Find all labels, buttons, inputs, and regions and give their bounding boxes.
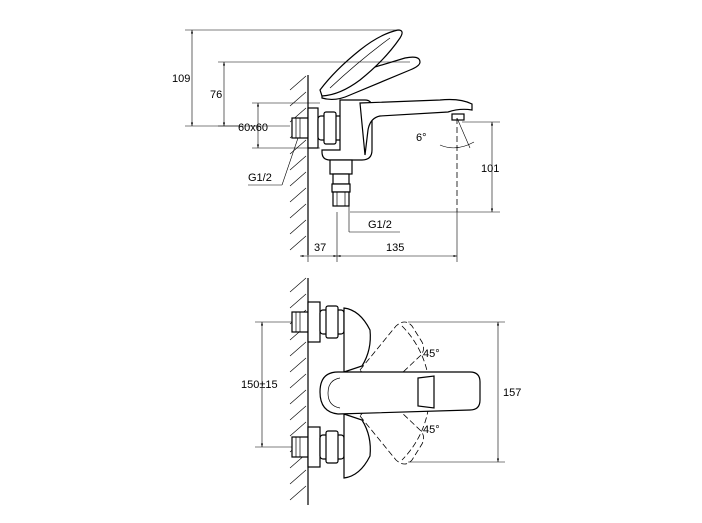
dim-150: 150±15 — [241, 321, 292, 448]
side-view: 109 76 60x60 G1/2 6° — [172, 29, 500, 262]
dim-109-label: 109 — [172, 73, 190, 85]
dim-60x60: 60x60 — [238, 102, 320, 149]
dim-g12-outlet-label: G1/2 — [368, 219, 392, 231]
dim-45-lower-label: 45° — [423, 424, 440, 436]
mixer-body-side — [321, 98, 473, 161]
dim-76-label: 76 — [210, 89, 222, 101]
dim-g12-inlet: G1/2 — [248, 137, 299, 186]
dim-101: 101 — [350, 121, 500, 213]
diverter-side — [329, 159, 353, 207]
dim-76: 76 — [210, 61, 410, 127]
lever-handle-side — [319, 29, 421, 101]
dim-g12-outlet: G1/2 — [348, 206, 400, 233]
dim-157: 157 — [408, 321, 521, 463]
inlet-upper-top — [291, 301, 345, 343]
mixer-body-top — [343, 307, 371, 479]
inlet-pipe-side — [291, 117, 309, 139]
wall-side — [289, 75, 309, 255]
dim-6deg-label: 6° — [416, 132, 427, 144]
dim-45-upper-label: 45° — [423, 348, 440, 360]
dim-g12-inlet-label: G1/2 — [248, 172, 272, 184]
dim-157-label: 157 — [503, 387, 521, 399]
dim-135-label: 135 — [386, 242, 404, 254]
top-view: 150±15 45° 45° 157 — [241, 277, 521, 505]
dim-101-label: 101 — [481, 163, 499, 175]
flange-side — [307, 107, 347, 149]
dim-60x60-label: 60x60 — [238, 122, 268, 134]
dim-6deg: 6° — [416, 117, 475, 149]
dim-37-135: 37 135 — [300, 212, 458, 262]
dim-37-label: 37 — [314, 242, 326, 254]
lever-spout-top — [319, 371, 481, 415]
inlet-lower-top — [291, 426, 345, 468]
dim-150-label: 150±15 — [241, 379, 278, 391]
